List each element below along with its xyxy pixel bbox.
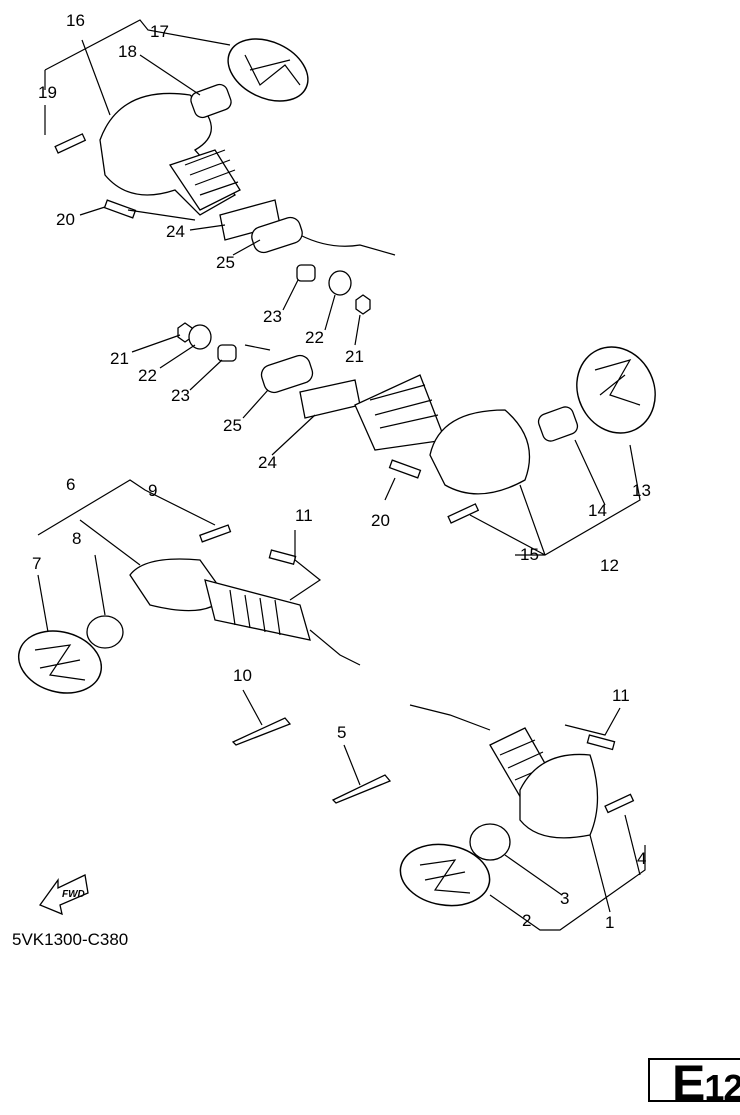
washer-22b xyxy=(188,324,212,350)
screw-4 xyxy=(604,793,635,814)
plate-24b xyxy=(299,379,361,419)
bulb-14 xyxy=(537,406,579,442)
page-id: E12 xyxy=(672,1058,740,1102)
callout-label: 2 xyxy=(522,911,531,930)
cable-tie-5 xyxy=(331,774,392,804)
callout-label: 16 xyxy=(66,11,85,30)
bolt-11 xyxy=(268,549,297,566)
lens-13 xyxy=(576,346,656,434)
grommet-25 xyxy=(251,216,303,254)
fwd-label: FWD xyxy=(62,889,85,900)
callout-label: 21 xyxy=(110,349,129,368)
callout-label: 23 xyxy=(263,307,282,326)
flasher-light-assembly-front-right xyxy=(519,753,599,839)
drawing-code: 5VK1300-C380 xyxy=(12,930,129,949)
callout-label: 12 xyxy=(600,556,619,575)
callout-label: 9 xyxy=(148,481,157,500)
lens-7 xyxy=(17,630,103,694)
callout-label: 10 xyxy=(233,666,252,685)
collar-23b xyxy=(217,344,237,362)
bolt-20b xyxy=(388,459,422,479)
callout-label: 8 xyxy=(72,529,81,548)
callout-label: 23 xyxy=(171,386,190,405)
leader-lines xyxy=(37,19,646,931)
bulb-8 xyxy=(86,615,124,649)
fwd-arrow-icon: FWD xyxy=(38,874,89,916)
callout-label: 4 xyxy=(637,849,646,868)
flasher-light-assembly-rear-left xyxy=(99,92,396,256)
callout-label: 11 xyxy=(295,506,313,525)
callout-label: 25 xyxy=(216,253,235,272)
callout-label: 14 xyxy=(588,501,607,520)
screw-15 xyxy=(447,503,480,524)
nut-21 xyxy=(355,294,371,315)
callout-label: 18 xyxy=(118,42,137,61)
callout-label: 13 xyxy=(632,481,651,500)
bolt-11b xyxy=(586,734,616,751)
callout-labels: 1617181920242523222121222325242015121413… xyxy=(32,11,651,932)
collar-23 xyxy=(296,264,316,282)
callout-label: 15 xyxy=(520,545,539,564)
callout-label: 6 xyxy=(66,475,75,494)
grommet-25b xyxy=(260,354,314,394)
callout-label: 24 xyxy=(166,222,185,241)
parts-drawings: FWD xyxy=(17,38,656,916)
screw-9 xyxy=(199,524,232,543)
callout-label: 22 xyxy=(138,366,157,385)
callout-label: 7 xyxy=(32,554,41,573)
callout-label: 17 xyxy=(150,22,169,41)
callout-label: 21 xyxy=(345,347,364,366)
page-id-box: E12 xyxy=(648,1058,740,1102)
page-letter: E xyxy=(672,1058,705,1102)
callout-label: 25 xyxy=(223,416,242,435)
bolt-20 xyxy=(103,199,137,219)
bulb-3 xyxy=(469,823,511,861)
callout-label: 19 xyxy=(38,83,57,102)
callout-label: 3 xyxy=(560,889,569,908)
washer-22 xyxy=(328,270,352,296)
lens-17 xyxy=(227,38,309,102)
bulb-18 xyxy=(190,83,232,119)
callout-label: 11 xyxy=(612,686,630,705)
callout-label: 20 xyxy=(371,511,390,530)
cable-tie-10 xyxy=(231,717,292,746)
callout-label: 24 xyxy=(258,453,277,472)
callout-label: 5 xyxy=(337,723,346,742)
screw-19 xyxy=(54,133,87,154)
page-number: 12 xyxy=(704,1067,740,1102)
callout-label: 22 xyxy=(305,328,324,347)
flasher-light-assembly-rear-right xyxy=(354,374,446,451)
callout-label: 20 xyxy=(56,210,75,229)
callout-label: 1 xyxy=(605,913,614,932)
